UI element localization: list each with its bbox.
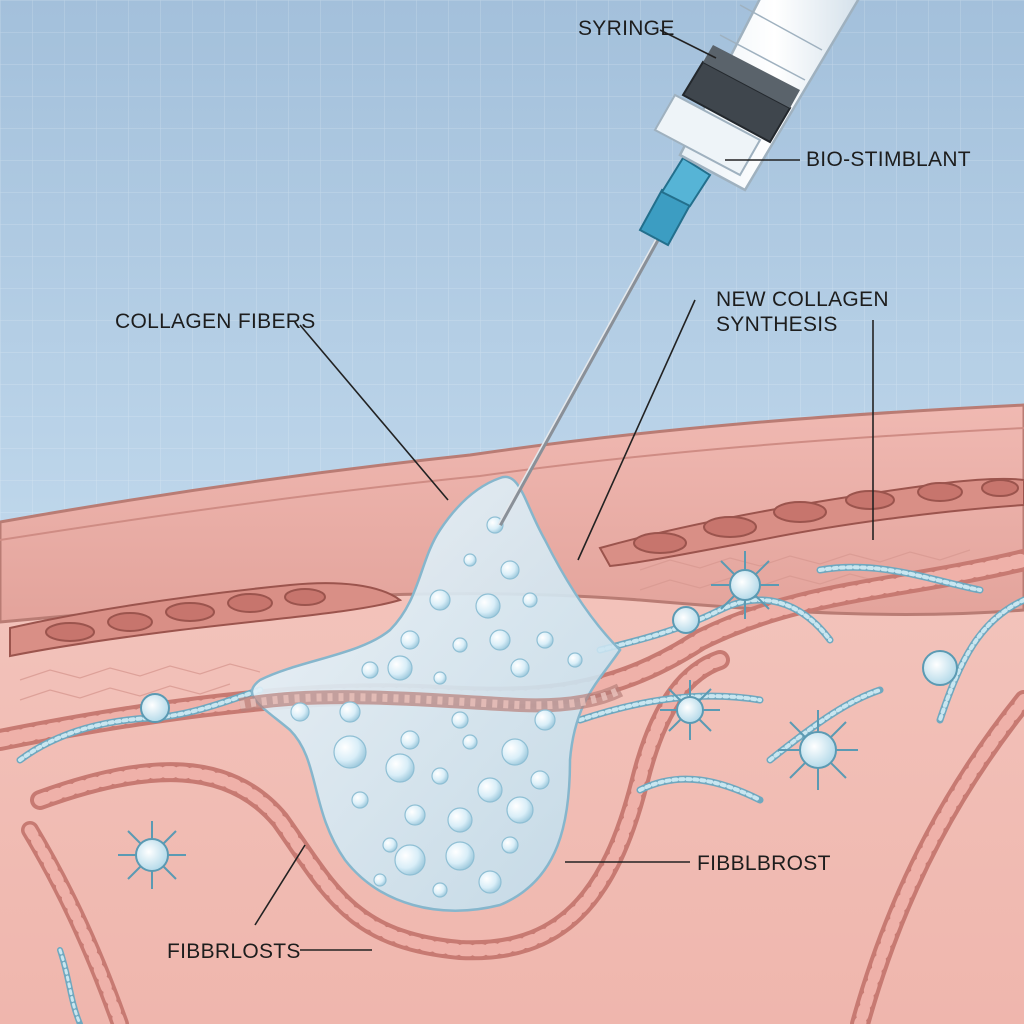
- fibroblast-cluster: [672, 606, 700, 634]
- gel-bubble-icon: [290, 516, 583, 898]
- fibroblast-right-label: FIBBLBROST: [697, 852, 831, 875]
- fibroblast-cell-icon: [118, 551, 958, 889]
- leader-lines: [254, 29, 874, 951]
- fibroblast-cluster: [922, 650, 958, 686]
- fibroblasts-left-label: FIBBRLOSTS: [167, 940, 301, 963]
- collagen-fibers-label: COLLAGEN FIBERS: [115, 310, 316, 333]
- needle-icon: [497, 156, 712, 526]
- blood-vessels: [9, 477, 1024, 658]
- bio-stimulant-label: BIO-STIMBLANT: [806, 148, 971, 171]
- new-collagen-synthesis-label: NEW COLLAGEN SYNTHESIS: [716, 287, 889, 337]
- syringe-label: SYRINGE: [578, 17, 675, 40]
- new-collagen-line-2: SYNTHESIS: [716, 313, 838, 336]
- syringe-icon: [653, 0, 860, 192]
- fibroblast-cluster: [140, 693, 170, 723]
- epidermis-line: [0, 427, 1024, 541]
- new-collagen-line-1: NEW COLLAGEN: [716, 288, 889, 311]
- collagen-strand-in-gel: [238, 683, 624, 713]
